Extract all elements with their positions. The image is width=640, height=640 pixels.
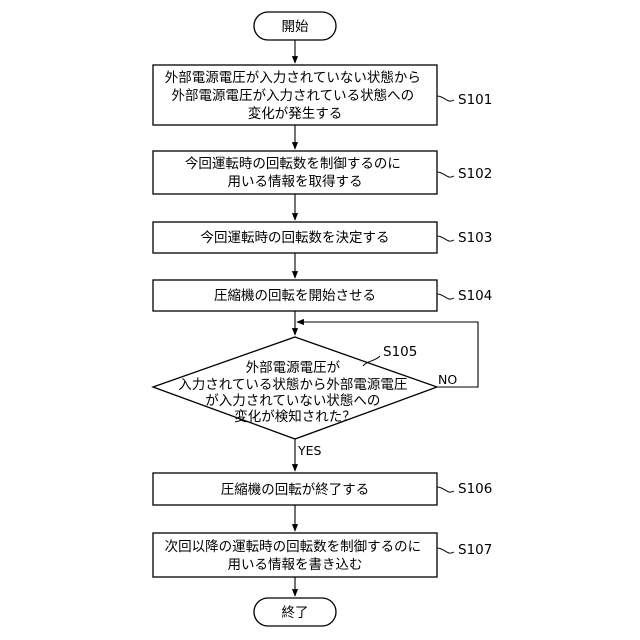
decision-s105-line-2: 入力されている状態から外部電源電圧 (178, 377, 407, 393)
step-box-s104: 圧縮機の回転を開始させる S104 (153, 280, 492, 311)
decision-s105-line-1: 外部電源電圧が (246, 360, 341, 376)
step-id-s102: S102 (458, 166, 492, 182)
end-terminal: 終了 (254, 598, 336, 626)
step-s106-line-1: 圧縮機の回転が終了する (221, 482, 370, 498)
decision-id-s105: S105 (383, 344, 417, 360)
step-s107-line-2: 用いる情報を書き込む (228, 557, 363, 573)
step-box-s101: 外部電源電圧が入力されていない状態から 外部電源電圧が入力されている状態への 変… (153, 65, 492, 125)
step-id-s107: S107 (458, 542, 492, 558)
decision-s105-line-3: が入力されていない状態への (205, 393, 380, 409)
step-box-s107: 次回以降の運転時の回転数を制御するのに 用いる情報を書き込む S107 (153, 533, 492, 577)
decision-s105: 外部電源電圧が 入力されている状態から外部電源電圧 が入力されていない状態への … (153, 337, 457, 458)
decision-no-label: NO (438, 372, 457, 387)
step-box-s106: 圧縮機の回転が終了する S106 (153, 473, 492, 505)
step-s101-line-1: 外部電源電圧が入力されていない状態から (165, 70, 421, 86)
step-s101-line-3: 変化が発生する (248, 105, 343, 122)
step-id-s101: S101 (458, 92, 492, 108)
step-s107-line-1: 次回以降の運転時の回転数を制御するのに (165, 539, 422, 555)
step-s101-line-2: 外部電源電圧が入力されている状態への (172, 88, 415, 104)
start-label: 開始 (282, 19, 309, 35)
decision-s105-line-4: 変化が検知された？ (234, 408, 356, 425)
step-box-s102: 今回運転時の回転数を制御するのに 用いる情報を取得する S102 (153, 151, 492, 194)
step-s102-line-2: 用いる情報を取得する (228, 173, 363, 190)
end-label: 終了 (282, 605, 309, 621)
step-id-s103: S103 (458, 230, 492, 246)
decision-yes-label: YES (297, 443, 322, 458)
start-terminal: 開始 (254, 12, 336, 40)
step-s102-line-1: 今回運転時の回転数を制御するのに (185, 156, 401, 172)
step-s103-line-1: 今回運転時の回転数を決定する (201, 230, 390, 246)
step-box-s103: 今回運転時の回転数を決定する S103 (153, 222, 492, 253)
step-id-s106: S106 (458, 481, 492, 497)
step-s104-line-1: 圧縮機の回転を開始させる (214, 288, 376, 304)
step-id-s104: S104 (458, 288, 492, 304)
